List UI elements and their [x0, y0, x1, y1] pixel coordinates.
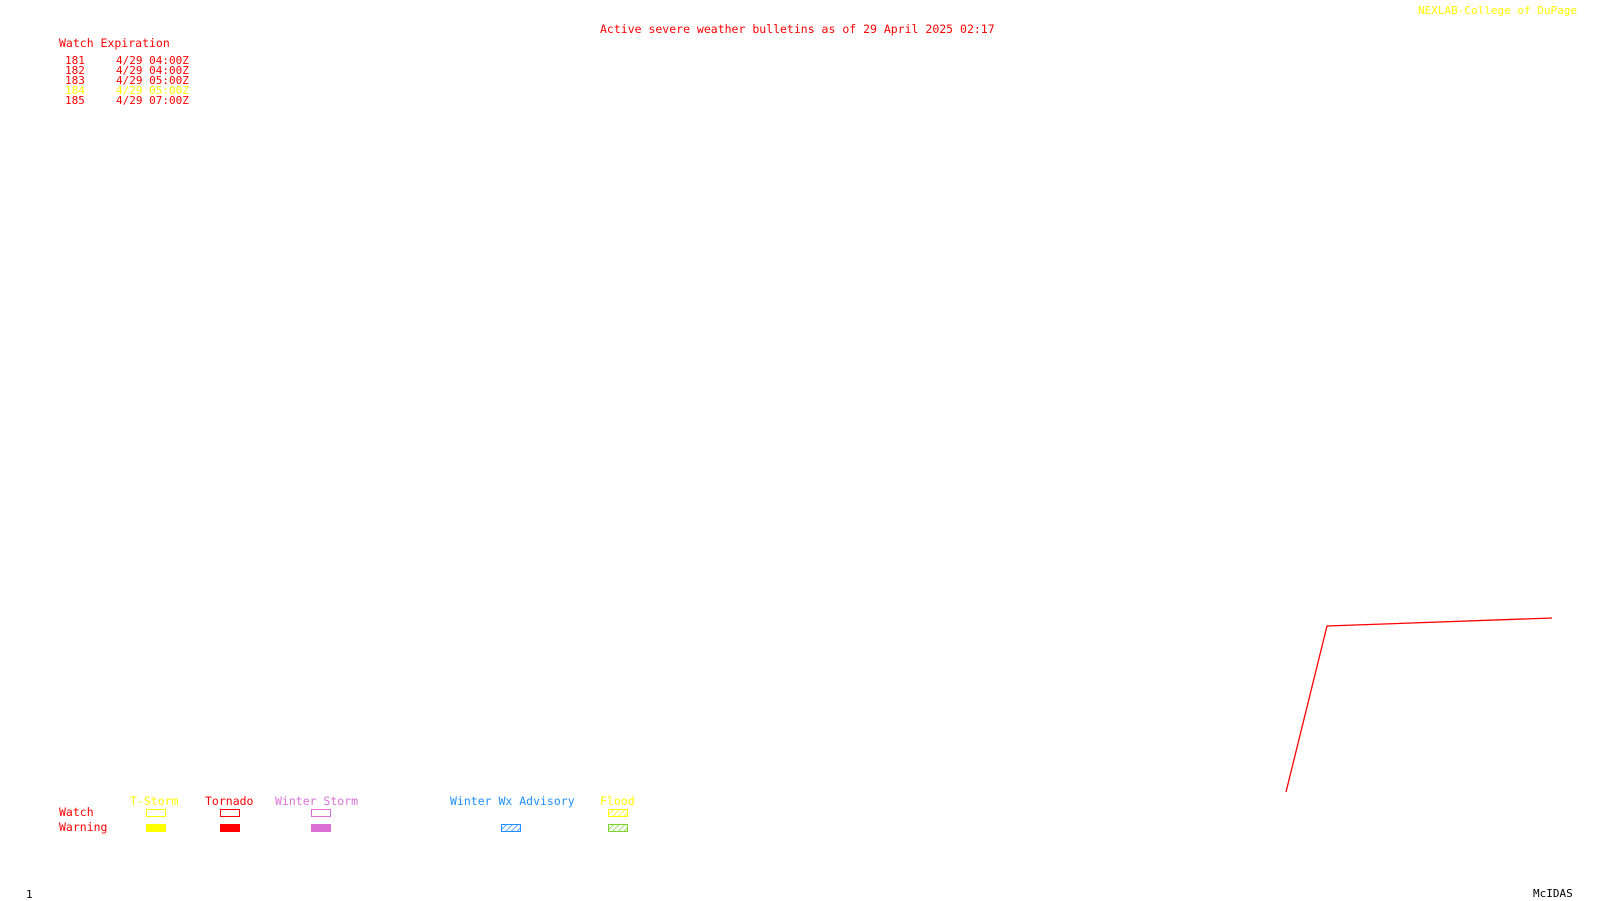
legend-winter-advisory-label: Winter Wx Advisory — [450, 794, 575, 808]
legend-winter-storm-label: Winter Storm — [275, 794, 359, 808]
software-label: McIDAS — [1533, 887, 1573, 900]
watch-number: 185 — [65, 94, 85, 107]
winter-storm-warning-swatch — [311, 824, 331, 832]
legend-warning-label: Warning — [59, 820, 108, 834]
legend-watch-label: Watch — [59, 805, 94, 819]
watch-boundary-line — [1285, 617, 1553, 793]
watch-row: 185 4/29 07:00Z — [65, 95, 189, 106]
bulletin-title: Active severe weather bulletins as of 29… — [600, 22, 995, 36]
watch-number: 182 — [65, 64, 85, 77]
watch-row: 184 4/29 05:00Z — [65, 85, 189, 96]
tstorm-warning-swatch — [146, 824, 166, 832]
watch-expiration: 4/29 05:00Z — [116, 84, 189, 97]
watch-row: 181 4/29 04:00Z — [65, 55, 189, 66]
watch-expiration: 4/29 05:00Z — [116, 74, 189, 87]
flood-watch-swatch — [608, 809, 628, 817]
watch-number: 181 — [65, 54, 85, 67]
credit-label: NEXLAB-College of DuPage — [1418, 4, 1577, 17]
watch-number: 183 — [65, 74, 85, 87]
watch-table-header: Watch Expiration — [59, 36, 170, 50]
winter-advisory-warning-swatch — [501, 824, 521, 832]
legend-flood-label: Flood — [600, 794, 635, 808]
watch-row: 183 4/29 05:00Z — [65, 75, 189, 86]
watch-expiration: 4/29 04:00Z — [116, 64, 189, 77]
tornado-watch-swatch — [220, 809, 240, 817]
flood-warning-swatch — [608, 824, 628, 832]
page-number: 1 — [26, 888, 33, 901]
tornado-warning-swatch — [220, 824, 240, 832]
legend-tstorm-label: T-Storm — [130, 794, 179, 808]
watch-number: 184 — [65, 84, 85, 97]
winter-storm-watch-swatch — [311, 809, 331, 817]
legend-tornado-label: Tornado — [205, 794, 254, 808]
watch-expiration: 4/29 04:00Z — [116, 54, 189, 67]
watch-row: 182 4/29 04:00Z — [65, 65, 189, 76]
watch-expiration: 4/29 07:00Z — [116, 94, 189, 107]
tstorm-watch-swatch — [146, 809, 166, 817]
